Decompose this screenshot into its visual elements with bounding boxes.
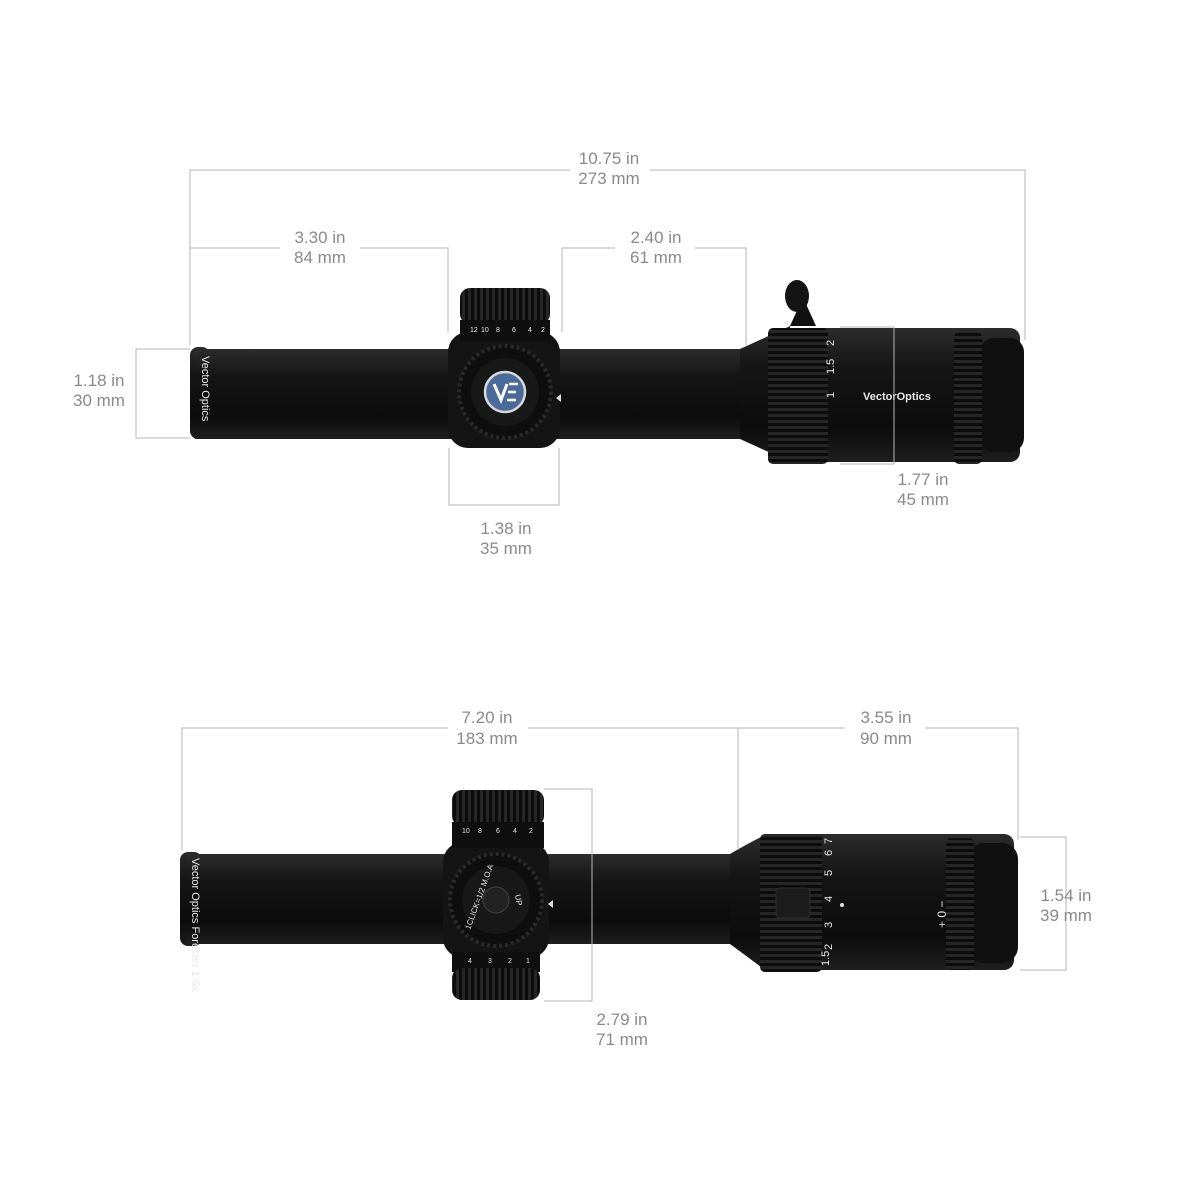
side-windage-cap-icon	[482, 886, 510, 914]
dim-side-eyepiece-diameter-mm: 39 mm	[1040, 906, 1092, 925]
dim-objective-to-power-ring-in: 7.20 in	[461, 708, 512, 727]
dim-line-eyepiece-diameter	[840, 326, 895, 465]
dim-tube-diameter-mm: 30 mm	[73, 391, 125, 410]
dim-turret-width-mm: 35 mm	[480, 539, 532, 558]
side-throw-lever	[775, 887, 811, 919]
top-turret-scale: 12 10 8 6 4 2	[470, 327, 545, 334]
dim-line-overall-length	[189, 169, 1026, 345]
dim-line-turret-height	[544, 788, 593, 1002]
dim-side-eyepiece-diameter-in: 1.54 in	[1040, 886, 1091, 905]
dim-overall-length-mm: 273 mm	[578, 169, 639, 188]
top-elevation-cap	[460, 288, 550, 324]
top-scope: 12 10 8 6 4 2 Vector Optics 1 1.5 2 Vect…	[190, 280, 1024, 464]
dim-overall-length-in: 10.75 in	[579, 149, 640, 168]
dim-line-turret-to-power-ring	[561, 247, 747, 345]
dim-eyepiece-length-in: 3.55 in	[860, 708, 911, 727]
side-turret-arrow-icon	[548, 900, 553, 908]
side-illum-mark: 2	[508, 958, 512, 965]
dim-turret-height-mm: 71 mm	[596, 1030, 648, 1049]
dim-tube-diameter-in: 1.18 in	[73, 371, 124, 390]
top-throw-lever	[790, 304, 816, 326]
side-diopter-marks: + 0 −	[935, 901, 949, 928]
side-dimensions: 7.20 in 183 mm 3.55 in 90 mm 1.54 in 39 …	[181, 708, 1092, 1049]
side-turret-scale: 10 8 6 4 2	[462, 828, 533, 835]
side-scope: 10 8 6 4 2 4 3 2 1 1CLICK=1/2 M.O.A UP V…	[180, 790, 1018, 1000]
top-turret-mark: 10	[481, 327, 489, 334]
side-turret-mark: 10	[462, 828, 470, 835]
top-power-ring	[768, 328, 828, 464]
side-elevation-base	[452, 822, 544, 848]
dim-eyepiece-length-mm: 90 mm	[860, 729, 912, 748]
top-turret-arrow-icon	[556, 394, 561, 402]
side-illum-mark: 3	[488, 958, 492, 965]
side-illum-mark: 1	[526, 958, 530, 965]
side-turret-mark: 8	[478, 828, 482, 835]
dim-objective-to-turret-in: 3.30 in	[294, 228, 345, 247]
top-ocular-rim	[980, 338, 1024, 452]
side-power-mark: 3	[823, 922, 835, 928]
top-power-mark: 1	[825, 392, 837, 398]
side-illum-base	[452, 952, 540, 972]
dim-eyepiece-diameter-mm: 45 mm	[897, 490, 949, 509]
side-power-dot-icon	[840, 903, 844, 907]
side-turret-up: UP	[513, 894, 524, 907]
dim-turret-height-in: 2.79 in	[596, 1010, 647, 1029]
top-turret-mark: 4	[528, 327, 532, 334]
side-turret-mark: 4	[513, 828, 517, 835]
dim-objective-to-power-ring-mm: 183 mm	[456, 729, 517, 748]
dim-line-side-eyepiece-diameter	[1020, 836, 1067, 971]
dim-line-turret-width	[448, 448, 560, 506]
dim-eyepiece-diameter-in: 1.77 in	[897, 470, 948, 489]
ve-logo-e	[507, 382, 518, 402]
side-power-mark: 2	[823, 944, 835, 950]
side-ocular-rim	[968, 843, 1018, 963]
side-power-mark: 7	[823, 838, 835, 844]
top-turret-mark: 6	[512, 327, 516, 334]
side-power-mark: 6	[823, 850, 835, 856]
dim-line-tube-diameter	[135, 348, 190, 439]
side-power-mark: 5	[823, 870, 835, 876]
side-power-marks: 1.5 2 3 4 5 6 7	[820, 838, 835, 966]
dim-objective-to-turret-mm: 84 mm	[294, 248, 346, 267]
top-diopter-ring	[954, 332, 982, 464]
dim-turret-to-power-ring-mm: 61 mm	[630, 248, 682, 267]
side-tube-print: Vector Optics Forester 1-6x	[189, 858, 201, 992]
side-elevation-cap	[452, 790, 544, 826]
top-throw-lever-knob	[785, 280, 809, 312]
top-power-mark: 2	[825, 340, 837, 346]
vector-optics-logo: VectorOptics	[863, 391, 931, 403]
side-diopter-ring	[946, 838, 974, 970]
side-turret-mark: 6	[496, 828, 500, 835]
top-turret-mark: 8	[496, 327, 500, 334]
side-illum-scale: 4 3 2 1	[468, 958, 530, 965]
dim-line-objective-to-turret	[190, 247, 449, 332]
side-illum-mark: 4	[468, 958, 472, 965]
side-power-mark: 4	[823, 896, 835, 902]
top-power-mark: 1.5	[825, 359, 837, 374]
dim-line-eyepiece-length	[738, 727, 1019, 840]
side-illum-cap	[452, 968, 540, 1000]
side-eyepiece-taper	[730, 835, 765, 970]
top-elevation-base	[460, 320, 550, 342]
side-turret-mark: 2	[529, 828, 533, 835]
top-turret-mark: 12	[470, 327, 478, 334]
top-tube-print: Vector Optics	[199, 356, 211, 422]
top-turret-mark: 2	[541, 327, 545, 334]
dim-turret-width-in: 1.38 in	[480, 519, 531, 538]
side-power-mark: 1.5	[820, 951, 832, 966]
ve-logo-v	[492, 383, 509, 404]
dim-turret-to-power-ring-in: 2.40 in	[630, 228, 681, 247]
top-dimensions: 10.75 in 273 mm 3.30 in 84 mm 2.40 in 61…	[73, 149, 1026, 558]
